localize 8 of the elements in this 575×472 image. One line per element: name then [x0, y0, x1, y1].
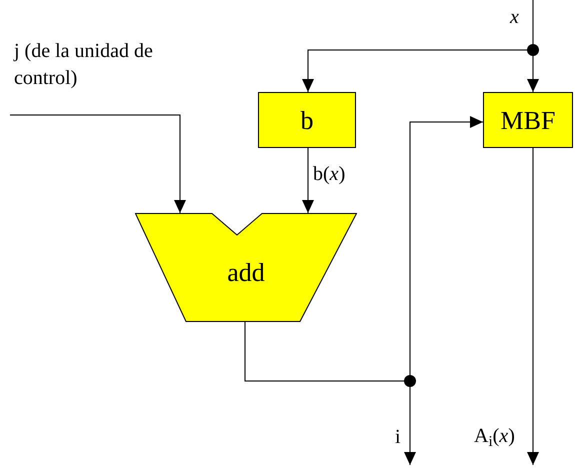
- input-label: j (de la unidad de control): [14, 38, 172, 92]
- adder-shape: add: [135, 213, 357, 322]
- arrow: [527, 148, 539, 466]
- arrow: [302, 148, 314, 214]
- block-box: MBF: [483, 92, 573, 148]
- arrow: [10, 114, 186, 214]
- block-box: b: [258, 92, 356, 148]
- input-label: x: [510, 4, 528, 31]
